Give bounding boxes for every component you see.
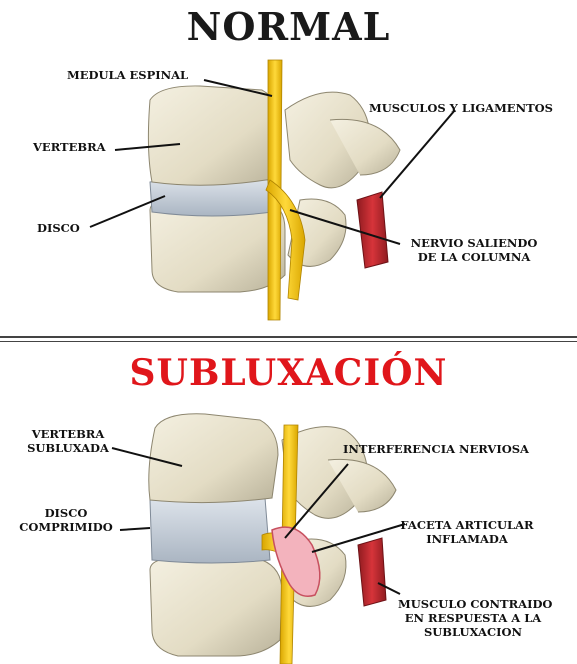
label-contracted-muscle: MUSCULO CONTRAIDO EN RESPUESTA A LA SUBL… bbox=[398, 597, 548, 639]
label-muscles-ligaments: MUSCULOS Y LIGAMENTOS bbox=[369, 101, 553, 115]
label-contracted-muscle-line1: MUSCULO CONTRAIDO bbox=[398, 597, 548, 611]
label-compressed-disc-line2: COMPRIMIDO bbox=[13, 520, 119, 534]
label-subluxated-vertebra-line2: SUBLUXADA bbox=[18, 441, 118, 455]
label-exiting-nerve-line1: NERVIO SALIENDO bbox=[399, 236, 549, 250]
label-exiting-nerve: NERVIO SALIENDO DE LA COLUMNA bbox=[399, 236, 549, 264]
label-compressed-disc-line1: DISCO bbox=[13, 506, 119, 520]
label-nerve-interference: INTERFERENCIA NERVIOSA bbox=[343, 442, 529, 456]
label-exiting-nerve-line2: DE LA COLUMNA bbox=[399, 250, 549, 264]
label-compressed-disc: DISCO COMPRIMIDO bbox=[13, 506, 119, 534]
label-vertebra: VERTEBRA bbox=[33, 140, 106, 154]
label-inflamed-facet-line1: FACETA ARTICULAR bbox=[397, 518, 537, 532]
label-inflamed-facet-line2: INFLAMADA bbox=[397, 532, 537, 546]
label-inflamed-facet: FACETA ARTICULAR INFLAMADA bbox=[397, 518, 537, 546]
label-subluxated-vertebra: VERTEBRA SUBLUXADA bbox=[18, 427, 118, 455]
label-contracted-muscle-line2: EN RESPUESTA A LA bbox=[398, 611, 548, 625]
label-contracted-muscle-line3: SUBLUXACION bbox=[398, 625, 548, 639]
label-subluxated-vertebra-line1: VERTEBRA bbox=[18, 427, 118, 441]
normal-spine bbox=[148, 60, 400, 320]
label-disc: DISCO bbox=[37, 221, 80, 235]
label-spinal-cord: MEDULA ESPINAL bbox=[67, 68, 188, 82]
